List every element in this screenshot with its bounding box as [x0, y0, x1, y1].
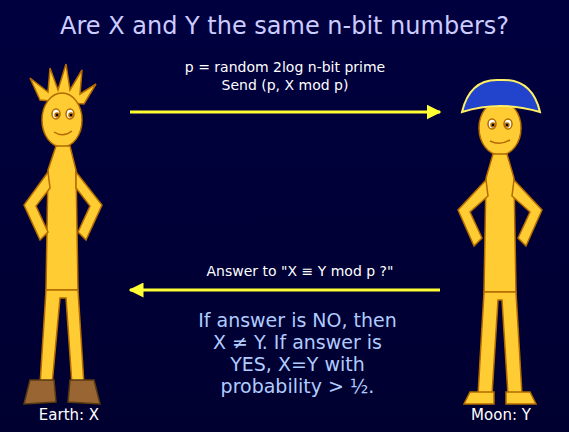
- slide-title: Are X and Y the same n-bit numbers?: [0, 12, 569, 40]
- figure-caption: Earth: X: [8, 406, 130, 424]
- message-arrow: [130, 289, 440, 292]
- arrow-label: Answer to "X ≡ Y mod p ?": [170, 262, 430, 280]
- moon-figure: [458, 80, 542, 404]
- figure-node: Moon: Y: [440, 66, 562, 424]
- arrow-label: p = random 2log n-bit prime Send (p, X m…: [165, 58, 405, 94]
- figure-caption: Moon: Y: [440, 406, 562, 424]
- note-text: If answer is NO, then X ≠ Y. If answer i…: [195, 310, 400, 397]
- message-arrow: [130, 111, 440, 114]
- figure-node: Earth: X: [8, 66, 130, 424]
- earth-figure: [24, 64, 102, 404]
